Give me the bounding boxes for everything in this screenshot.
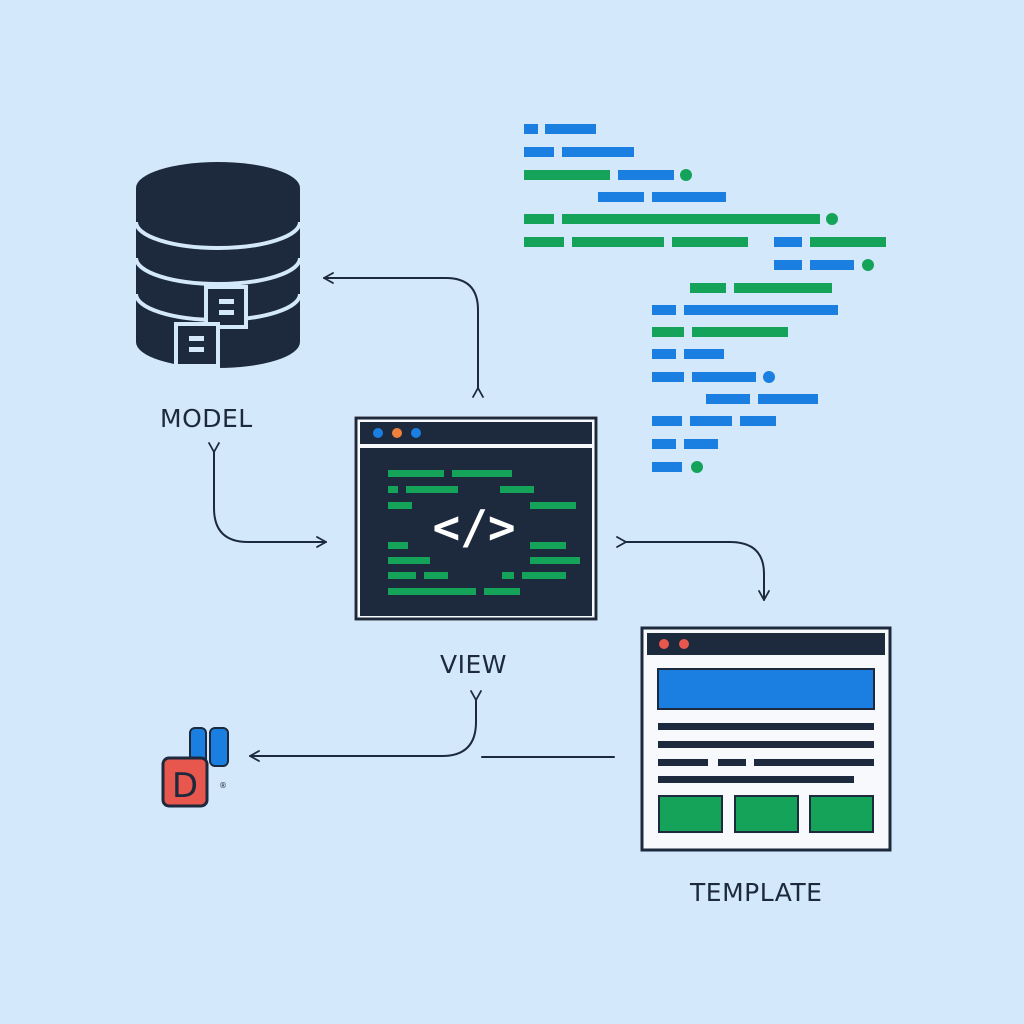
arrow-view-to-model bbox=[323, 272, 484, 398]
webpage-layout-icon bbox=[640, 626, 892, 852]
model-label: MODEL bbox=[160, 404, 253, 433]
logo-mark: D bbox=[172, 766, 198, 806]
code-symbol: </> bbox=[432, 500, 515, 554]
code-lines-icon bbox=[524, 124, 886, 473]
arrow-view-to-template bbox=[616, 536, 770, 601]
template-label: TEMPLATE bbox=[690, 878, 823, 907]
arrow-model-view-lower bbox=[208, 442, 327, 548]
database-icon bbox=[134, 162, 302, 368]
view-label: VIEW bbox=[440, 650, 507, 679]
code-lines bbox=[388, 470, 580, 595]
code-window-icon: </> bbox=[354, 416, 598, 621]
django-logo-icon: D ® bbox=[161, 727, 229, 808]
logo-reg: ® bbox=[219, 781, 227, 790]
arrow-view-to-logo bbox=[249, 690, 482, 762]
